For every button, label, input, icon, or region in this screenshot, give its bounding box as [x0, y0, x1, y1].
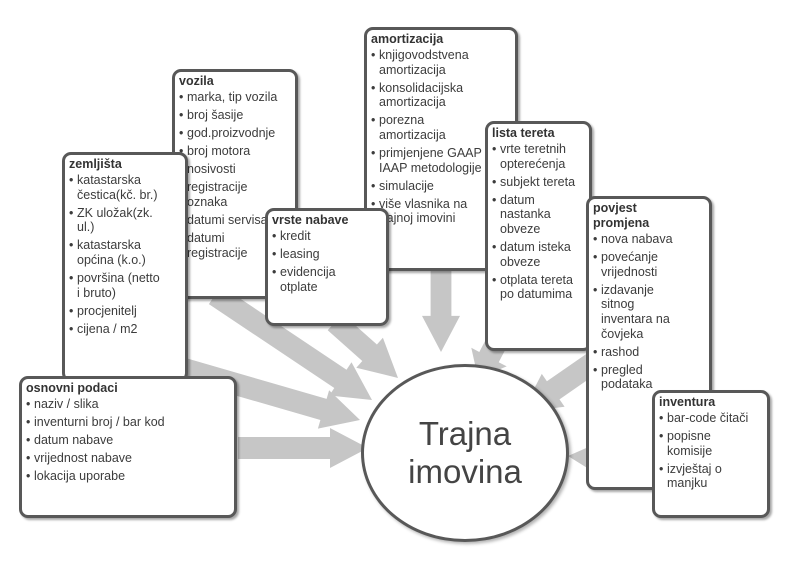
list-item: primjenjene GAAP IAAP metodologije [371, 146, 513, 175]
box-inventura: inventura bar-code čitači popisne komisij… [652, 390, 770, 518]
item-list: nova nabava povećanje vrijednosti izdavanj… [589, 232, 709, 392]
list-item: cijena / m2 [69, 322, 183, 337]
box-title: vrste nabave [272, 213, 349, 227]
item-list: marka, tip vozila broj šasije god.proizvod… [175, 90, 295, 260]
box-zemljista: zemljišta katastarska čestica(kč. br.) ZK… [62, 152, 188, 382]
list-item: leasing [272, 247, 384, 262]
list-item: povećanje vrijednosti [593, 250, 707, 279]
list-item: naziv / slika [26, 397, 232, 412]
list-item: kredit [272, 229, 384, 244]
item-list: naziv / slika inventurni broj / bar kod da… [22, 397, 234, 484]
list-item: nosivosti [179, 162, 293, 177]
list-item: god.proizvodnje [179, 126, 293, 141]
box-osnovni-podaci: osnovni podaci naziv / slika inventurni b… [19, 376, 237, 518]
box-title: lista tereta [492, 126, 555, 140]
list-item: evidencija otplate [272, 265, 384, 294]
arrow-from-vrste-nabave [327, 313, 398, 378]
list-item: ZK uložak(zk. ul.) [69, 206, 183, 235]
center-node: Trajna imovina [361, 364, 569, 542]
list-item: broj motora [179, 144, 293, 159]
list-item: bar-code čitači [659, 411, 765, 426]
list-item: broj šasije [179, 108, 293, 123]
box-title: vozila [179, 74, 214, 88]
list-item: porezna amortizacija [371, 113, 513, 142]
list-item: nova nabava [593, 232, 707, 247]
arrow-from-amortizacija [422, 268, 460, 352]
list-item: konsolidacijska amortizacija [371, 81, 513, 110]
box-title: povjest promjena [593, 201, 650, 230]
list-item: datum nabave [26, 433, 232, 448]
list-item: registracije oznaka [179, 180, 293, 209]
list-item: katastarska općina (k.o.) [69, 238, 183, 267]
list-item: datum nastanka obveze [492, 193, 587, 237]
box-title: zemljišta [69, 157, 122, 171]
list-item: subjekt tereta [492, 175, 587, 190]
list-item: simulacije [371, 179, 513, 194]
box-title: inventura [659, 395, 716, 409]
list-item: lokacija uporabe [26, 469, 232, 484]
item-list: bar-code čitači popisne komisije izvještaj… [655, 411, 767, 491]
arrow-from-osnovni [238, 428, 368, 468]
box-vrste-nabave: vrste nabave kredit leasing evidencija otp… [265, 208, 389, 326]
item-list: vrte teretnih opterećenja subjekt tereta d… [488, 142, 589, 302]
box-lista-tereta: lista tereta vrte teretnih opterećenja su… [485, 121, 592, 351]
list-item: procjenitelj [69, 304, 183, 319]
box-title: amortizacija [371, 32, 444, 46]
list-item: površina (netto i bruto) [69, 271, 183, 300]
list-item: marka, tip vozila [179, 90, 293, 105]
box-title: osnovni podaci [26, 381, 118, 395]
item-list: knjigovodstvena amortizacija konsolidacij… [367, 48, 515, 226]
list-item: pregled podataka [593, 363, 707, 392]
arrow-from-vozila [208, 285, 372, 400]
list-item: knjigovodstvena amortizacija [371, 48, 513, 77]
list-item: vrijednost nabave [26, 451, 232, 466]
list-item: vrte teretnih opterećenja [492, 142, 587, 171]
list-item: popisne komisije [659, 429, 765, 458]
list-item: katastarska čestica(kč. br.) [69, 173, 183, 202]
list-item: otplata tereta po datumima [492, 273, 587, 302]
center-label: Trajna imovina [408, 415, 522, 490]
list-item: inventurni broj / bar kod [26, 415, 232, 430]
arrow-from-zemljista [166, 354, 360, 429]
list-item: izvještaj o manjku [659, 462, 765, 491]
list-item: rashod [593, 345, 707, 360]
list-item: izdavanje sitnog inventara na čovjeka [593, 283, 707, 341]
arrow-group [166, 268, 653, 479]
item-list: katastarska čestica(kč. br.) ZK uložak(zk… [65, 173, 185, 336]
list-item: datum isteka obveze [492, 240, 587, 269]
item-list: kredit leasing evidencija otplate [268, 229, 386, 294]
list-item: više vlasnika na trajnoj imovini [371, 197, 513, 226]
